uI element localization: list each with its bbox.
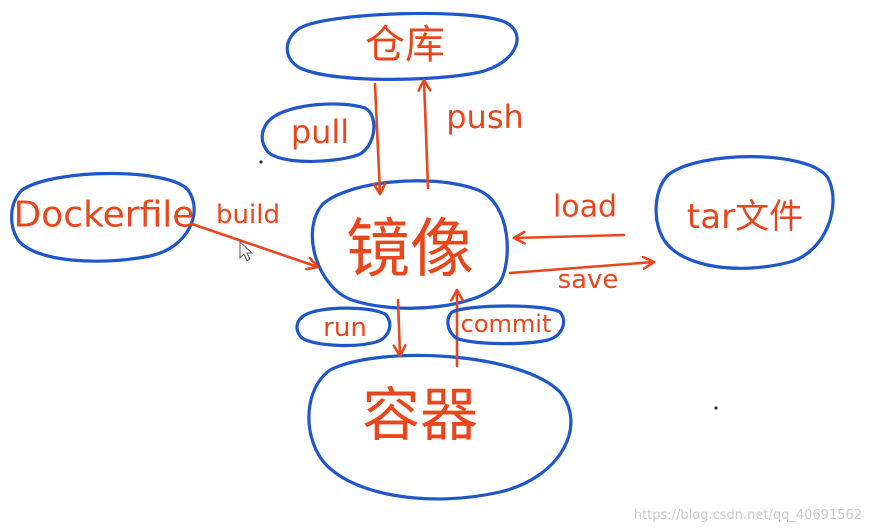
commit-outline (446, 304, 566, 346)
edge-load: load (512, 190, 626, 239)
node-tar-file: tar文件 (654, 155, 835, 270)
edge-run: run (295, 298, 400, 358)
tar-file-outline (654, 155, 835, 270)
node-image: 镜像 (310, 179, 509, 310)
push-arrow (424, 78, 428, 190)
stray-dot (259, 160, 263, 164)
build-label: build (216, 200, 280, 230)
container-label: 容器 (362, 381, 478, 449)
node-repository: 仓库 (285, 11, 519, 82)
tar-file-label: tar文件 (687, 197, 803, 237)
edge-commit: commit (446, 288, 566, 368)
edge-save: save (508, 262, 656, 295)
run-arrow (398, 298, 400, 358)
image-outline (310, 179, 509, 310)
pull-label: pull (291, 113, 349, 151)
mouse-cursor-icon (239, 240, 254, 262)
dockerfile-outline (10, 171, 196, 263)
save-arrow (508, 262, 656, 275)
node-dockerfile: Dockerfile (10, 171, 196, 263)
load-label: load (553, 190, 617, 225)
run-label: run (323, 313, 367, 343)
pull-outline (260, 102, 376, 163)
edge-pull: pull (260, 82, 380, 196)
save-label: save (558, 265, 619, 295)
repository-outline (285, 11, 519, 82)
repository-label: 仓库 (365, 22, 445, 68)
push-label: push (446, 98, 524, 136)
dockerfile-label: Dockerfile (14, 195, 195, 236)
pull-arrow (375, 82, 380, 196)
edge-push: push (424, 78, 524, 190)
commit-label: commit (461, 310, 552, 338)
stray-dot (714, 406, 718, 410)
build-arrow (190, 222, 320, 267)
load-arrow (512, 235, 626, 238)
container-outline (307, 353, 573, 501)
node-container: 容器 (307, 353, 573, 501)
watermark: https://blog.csdn.net/qq_40691562 (633, 508, 862, 523)
run-outline (295, 306, 392, 348)
edge-build: build (190, 200, 320, 267)
image-label: 镜像 (346, 213, 474, 287)
